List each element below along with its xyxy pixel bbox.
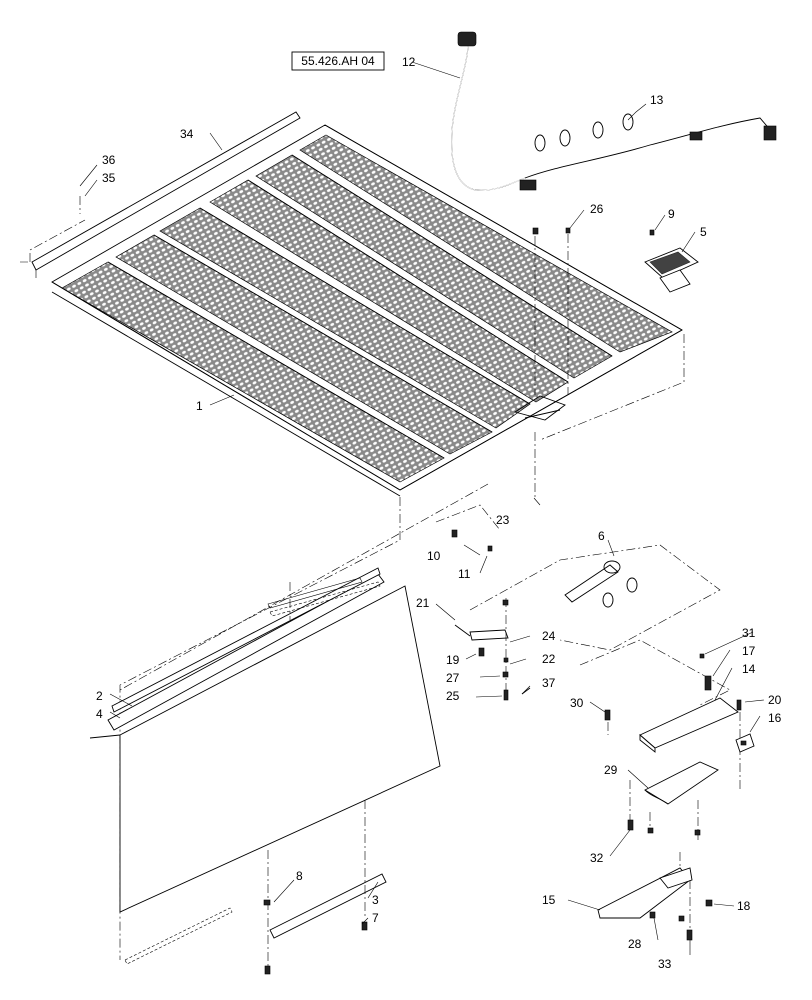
callout-25[interactable]: 25 bbox=[446, 689, 460, 703]
seal-strip bbox=[31, 111, 301, 278]
deflector-29 bbox=[644, 761, 719, 805]
callout-23[interactable]: 23 bbox=[496, 513, 510, 527]
screw-26 bbox=[532, 227, 655, 236]
callout-29[interactable]: 29 bbox=[604, 763, 618, 777]
callout-15[interactable]: 15 bbox=[542, 893, 556, 907]
block-16 bbox=[735, 733, 755, 753]
callout-13[interactable]: 13 bbox=[650, 93, 664, 107]
actuator-6 bbox=[564, 560, 638, 608]
cover-plate bbox=[89, 567, 441, 913]
callout-7[interactable]: 7 bbox=[372, 911, 379, 925]
callout-30[interactable]: 30 bbox=[570, 696, 584, 710]
callout-19[interactable]: 19 bbox=[446, 653, 460, 667]
callout-18[interactable]: 18 bbox=[737, 899, 751, 913]
clamp-icon bbox=[592, 121, 604, 139]
connector-small-icon bbox=[519, 179, 537, 191]
callout-33[interactable]: 33 bbox=[658, 957, 672, 971]
callout-11[interactable]: 11 bbox=[458, 567, 471, 581]
callout-32[interactable]: 32 bbox=[590, 851, 604, 865]
switch-5 bbox=[644, 247, 699, 293]
callout-1[interactable]: 1 bbox=[196, 399, 203, 413]
bracket-15 bbox=[597, 867, 693, 919]
callout-12[interactable]: 12 bbox=[402, 55, 416, 69]
callout-26[interactable]: 26 bbox=[590, 202, 604, 216]
reference-box[interactable]: 55.426.AH 04 bbox=[291, 51, 385, 71]
leader-lines bbox=[79, 61, 765, 955]
callout-22[interactable]: 22 bbox=[542, 652, 556, 666]
callout-9[interactable]: 9 bbox=[668, 207, 675, 221]
bracket-21 bbox=[454, 624, 509, 641]
callout-17[interactable]: 17 bbox=[742, 644, 756, 658]
wire-harness bbox=[451, 31, 777, 191]
callout-20[interactable]: 20 bbox=[768, 693, 782, 707]
clamp-icon bbox=[559, 129, 571, 147]
callout-36[interactable]: 36 bbox=[102, 153, 116, 167]
clamp-icon bbox=[534, 134, 546, 152]
callout-21[interactable]: 21 bbox=[416, 596, 430, 610]
connector-plug-icon bbox=[457, 31, 477, 47]
strip-3 bbox=[269, 873, 387, 939]
callout-2[interactable]: 2 bbox=[96, 689, 103, 703]
callout-24[interactable]: 24 bbox=[542, 629, 556, 643]
callout-6[interactable]: 6 bbox=[598, 529, 605, 543]
callout-35[interactable]: 35 bbox=[102, 171, 116, 185]
callout-4[interactable]: 4 bbox=[96, 707, 103, 721]
reference-label: 55.426.AH 04 bbox=[301, 54, 375, 68]
callout-28[interactable]: 28 bbox=[628, 937, 642, 951]
callout-14[interactable]: 14 bbox=[742, 662, 756, 676]
callout-37[interactable]: 37 bbox=[542, 676, 556, 690]
callout-27[interactable]: 27 bbox=[446, 671, 460, 685]
sieve-panel bbox=[51, 124, 683, 497]
callout-5[interactable]: 5 bbox=[700, 225, 707, 239]
callout-8[interactable]: 8 bbox=[296, 869, 303, 883]
callout-31[interactable]: 31 bbox=[742, 626, 756, 640]
clamp-icon bbox=[622, 113, 634, 131]
plate-14 bbox=[639, 697, 739, 753]
callout-labels: 12 13 34 36 35 26 9 5 1 23 10 11 6 21 24… bbox=[96, 55, 782, 971]
callout-34[interactable]: 34 bbox=[180, 127, 194, 141]
callout-10[interactable]: 10 bbox=[427, 549, 441, 563]
callout-3[interactable]: 3 bbox=[372, 893, 379, 907]
callout-16[interactable]: 16 bbox=[768, 711, 782, 725]
